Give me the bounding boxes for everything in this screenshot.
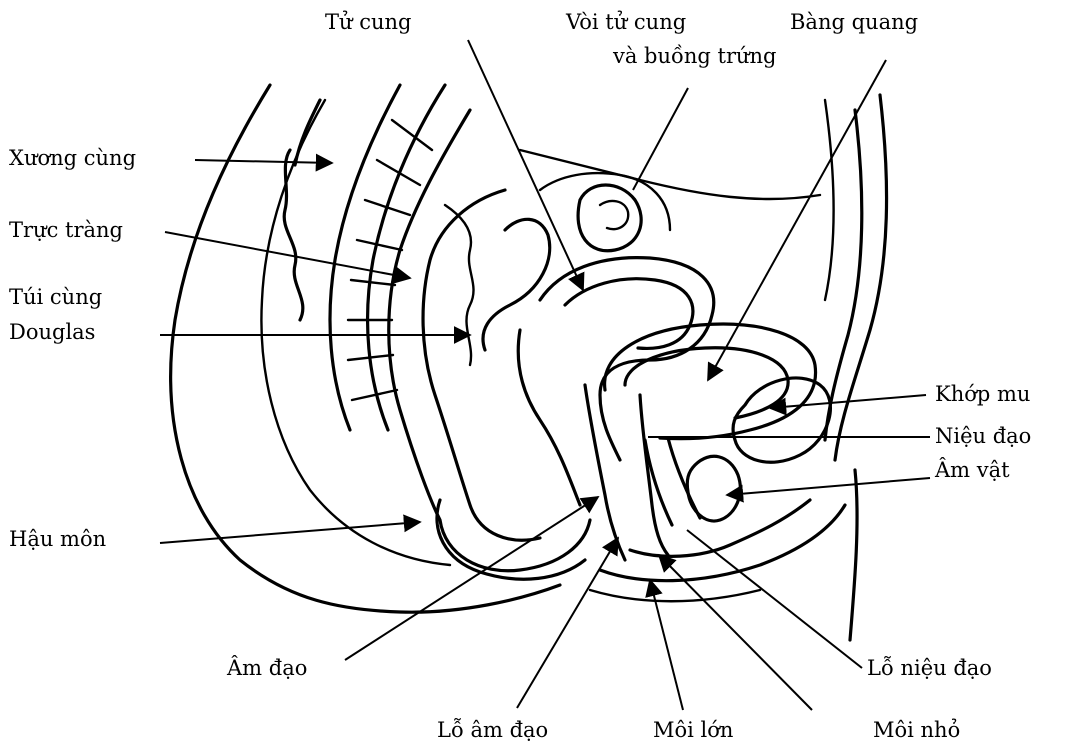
leader-hau-mon xyxy=(160,522,420,543)
abdominal-wall-outer xyxy=(835,95,887,460)
perineum-fold xyxy=(590,590,760,601)
body-outline xyxy=(171,85,560,612)
peritoneum-line xyxy=(520,150,820,199)
label-vaginal-opening: Lỗ âm đạo xyxy=(437,718,548,742)
sacrum-back-contour xyxy=(284,100,320,320)
ovary-inner xyxy=(600,201,628,229)
leader-am-vat xyxy=(727,478,930,495)
vagina-wall-back xyxy=(585,385,625,560)
sacrum-back xyxy=(368,85,445,430)
bladder-inner xyxy=(625,348,788,418)
label-labia-majora: Môi lớn xyxy=(653,718,733,742)
label-douglas-line2: Douglas xyxy=(9,320,95,344)
ovary xyxy=(578,185,641,251)
leader-tu-cung xyxy=(468,40,583,290)
thigh-outline xyxy=(850,470,857,640)
buttock-inner-outline xyxy=(261,100,450,565)
leader-lo-am-dao xyxy=(517,538,618,708)
douglas-pouch xyxy=(483,219,550,350)
uterus-outer xyxy=(540,258,714,460)
label-uterus: Tử cung xyxy=(325,10,411,34)
label-rectum: Trực tràng xyxy=(9,218,123,242)
clitoris xyxy=(687,456,740,521)
bladder-outer xyxy=(605,324,816,439)
label-fallopian-tube-line2: và buồng trứng xyxy=(613,44,777,68)
urethra-front xyxy=(668,438,700,518)
abdominal-wall-fold xyxy=(825,100,834,300)
label-douglas-line1: Túi cùng xyxy=(9,285,102,309)
label-clitoris: Âm vật xyxy=(935,458,1010,482)
uterus-inner xyxy=(565,279,693,349)
leader-xuong-cung xyxy=(195,160,332,163)
label-urethra: Niệu đạo xyxy=(935,424,1031,448)
label-bladder: Bàng quang xyxy=(790,10,918,34)
leader-voi-tu-cung xyxy=(633,88,688,190)
label-labia-minora: Môi nhỏ xyxy=(873,718,960,742)
labia-majora xyxy=(600,505,845,581)
rectum-inner xyxy=(423,190,540,540)
label-anus: Hậu môn xyxy=(9,527,106,551)
label-sacrum: Xương cùng xyxy=(9,146,136,170)
leader-moi-lon xyxy=(650,580,683,710)
uterus-back-wall xyxy=(518,330,580,505)
leader-moi-nho xyxy=(659,555,812,710)
label-pubic-symphysis: Khớp mu xyxy=(935,382,1030,406)
leader-bang-quang xyxy=(708,60,886,380)
sacrum-front xyxy=(330,85,400,430)
label-fallopian-tube-line1: Vòi tử cung xyxy=(566,10,686,34)
label-vagina: Âm đạo xyxy=(227,656,307,680)
label-urethral-opening: Lỗ niệu đạo xyxy=(867,656,992,680)
rectum-wall-folds xyxy=(445,205,474,365)
